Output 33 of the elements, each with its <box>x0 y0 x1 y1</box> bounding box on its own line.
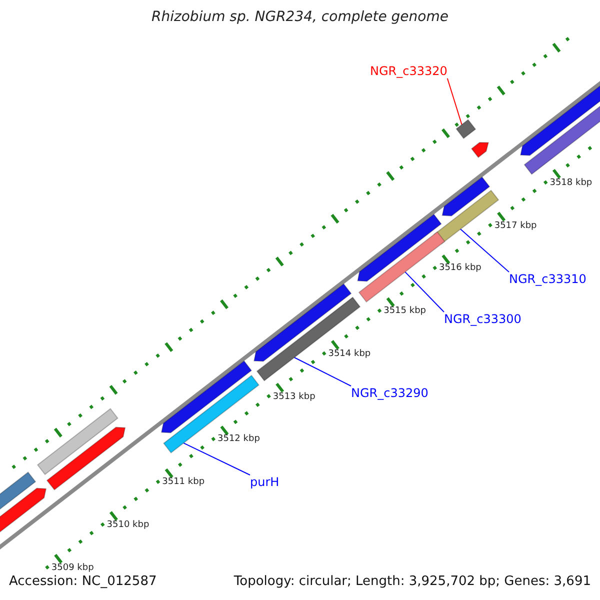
gene-label: NGR_c33310 <box>509 272 586 286</box>
gene-feature <box>0 472 36 512</box>
scale-label: 3517 kbp <box>494 220 537 232</box>
genome-stats-text: Topology: circular; Length: 3,925,702 bp; Genes: 3,691 <box>234 574 591 590</box>
scale-label: 3514 kbp <box>328 348 371 360</box>
leader-line <box>446 78 462 126</box>
gene-feature <box>456 119 476 140</box>
gene-feature <box>160 360 252 434</box>
scale-label: 3510 kbp <box>106 520 150 531</box>
scale-label: 3518 kbp <box>550 178 592 189</box>
scale-label: 3515 kbp <box>384 306 426 317</box>
gene-feature <box>470 142 490 158</box>
leader-line <box>460 228 510 272</box>
gene-feature <box>36 408 118 476</box>
scale-label: 3511 kbp <box>162 477 205 488</box>
scale-label: 3512 kbp <box>218 434 260 446</box>
leader-line <box>404 271 444 312</box>
scale-label: 3513 kbp <box>272 392 316 402</box>
gene-feature <box>442 176 490 216</box>
gene-label: NGR_c33300 <box>444 312 522 326</box>
gene-label: NGR_c33320 <box>370 64 448 78</box>
gene-feature <box>46 426 126 490</box>
gene-feature <box>520 84 600 156</box>
gene-feature <box>163 374 260 454</box>
title: Rhizobium sp. NGR234, complete genome <box>150 9 450 26</box>
gene-label: purH <box>250 475 280 490</box>
accession-text: Accession: NC_012587 <box>9 574 157 590</box>
leader-line <box>294 357 352 386</box>
gene-feature <box>254 283 352 362</box>
leader-line <box>183 442 250 476</box>
gene-label: NGR_c33290 <box>351 386 428 400</box>
scale-label: 3509 kbp <box>51 562 94 574</box>
scale-label: 3516 kbp <box>438 263 482 274</box>
